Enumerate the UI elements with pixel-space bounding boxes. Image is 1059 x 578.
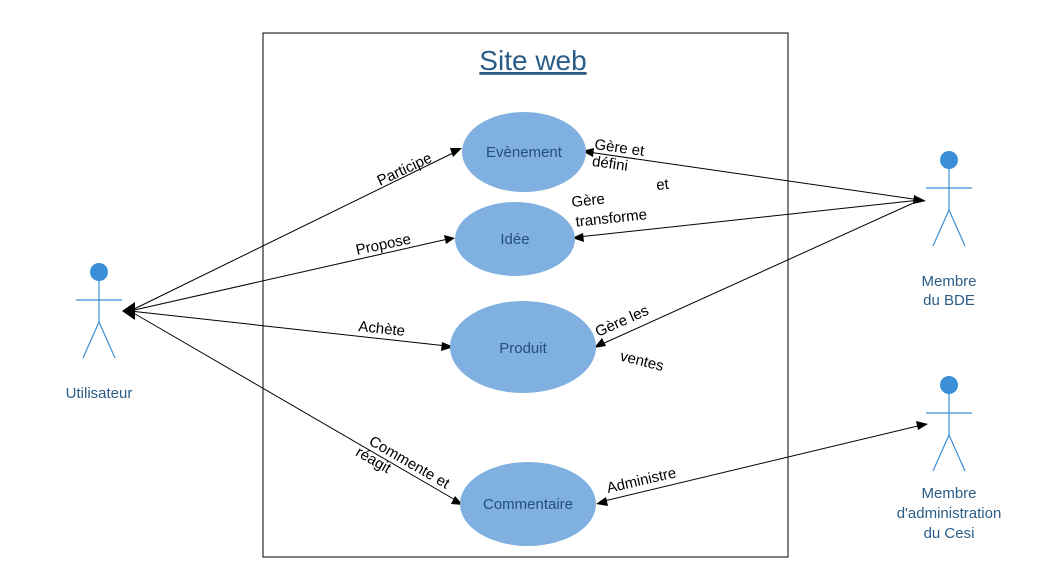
arrowhead-utilisateur	[122, 302, 135, 320]
use-case-idee-label: Idée	[500, 231, 529, 248]
label-gere-defini-line2: défini	[591, 153, 629, 175]
use-case-commentaire-shape	[460, 462, 596, 546]
use-case-produit-shape	[450, 301, 596, 393]
line-achete	[129, 310, 448, 347]
label-gere-transforme-line2: et	[655, 176, 670, 194]
actor-membre-bde-icon	[926, 151, 972, 247]
line-gere-defini	[587, 151, 921, 201]
arrowhead-produit	[441, 342, 454, 351]
line-gere-ventes	[599, 199, 921, 346]
arrowheads	[122, 148, 928, 506]
label-achete: Achète	[358, 318, 406, 340]
actor-membre-admin-label-line2: d'administration	[897, 505, 1002, 522]
line-commente	[129, 310, 458, 502]
actor-membre-bde-label-line2: du BDE	[923, 292, 975, 309]
use-case-evenement-label: Evènement	[486, 144, 563, 161]
use-case-idee[interactable]: Idée	[455, 202, 575, 276]
use-case-commentaire[interactable]: Commentaire	[460, 462, 596, 546]
arrowhead-idee	[444, 235, 455, 244]
use-case-idee-shape	[455, 202, 575, 276]
actor-utilisateur-icon	[76, 263, 122, 359]
arrowhead-evenement	[450, 148, 462, 157]
actor-membre-bde-label-line1: Membre	[921, 273, 976, 290]
label-gere-transforme-line1: Gère	[571, 191, 606, 211]
actor-utilisateur-label: Utilisateur	[66, 385, 133, 402]
use-case-produit[interactable]: Produit	[450, 301, 596, 393]
arrowhead-idee-right	[572, 233, 584, 242]
arrowhead-membre-bde	[913, 195, 926, 204]
arrowhead-membre-admin	[916, 421, 928, 430]
use-case-evenement[interactable]: Evènement	[462, 112, 586, 192]
arrowhead-commentaire-right	[596, 497, 608, 506]
use-case-commentaire-label: Commentaire	[483, 496, 573, 513]
system-title: Site web	[479, 45, 586, 76]
actor-utilisateur[interactable]: Utilisateur	[66, 263, 133, 402]
use-case-produit-label: Produit	[499, 340, 547, 357]
use-case-evenement-shape	[462, 112, 586, 192]
actor-membre-admin-label-line1: Membre	[921, 485, 976, 502]
actor-membre-bde[interactable]: Membre du BDE	[921, 151, 977, 309]
line-participe	[129, 151, 456, 312]
label-gere-defini-line1: Gère et	[593, 136, 646, 160]
actor-membre-admin-label-line3: du Cesi	[924, 525, 975, 542]
line-administre	[599, 424, 923, 503]
label-gere-transforme: Gère et transforme	[571, 176, 671, 231]
line-gere-transforme	[577, 199, 921, 238]
arrowhead-produit-right	[594, 338, 606, 348]
label-gere-defini: Gère et défini	[591, 136, 646, 175]
association-lines	[129, 151, 923, 503]
actor-membre-admin-icon	[926, 376, 972, 472]
arrowhead-commentaire	[451, 496, 463, 505]
actor-membre-admin[interactable]: Membre d'administration du Cesi	[897, 376, 1002, 542]
line-propose	[129, 238, 449, 312]
